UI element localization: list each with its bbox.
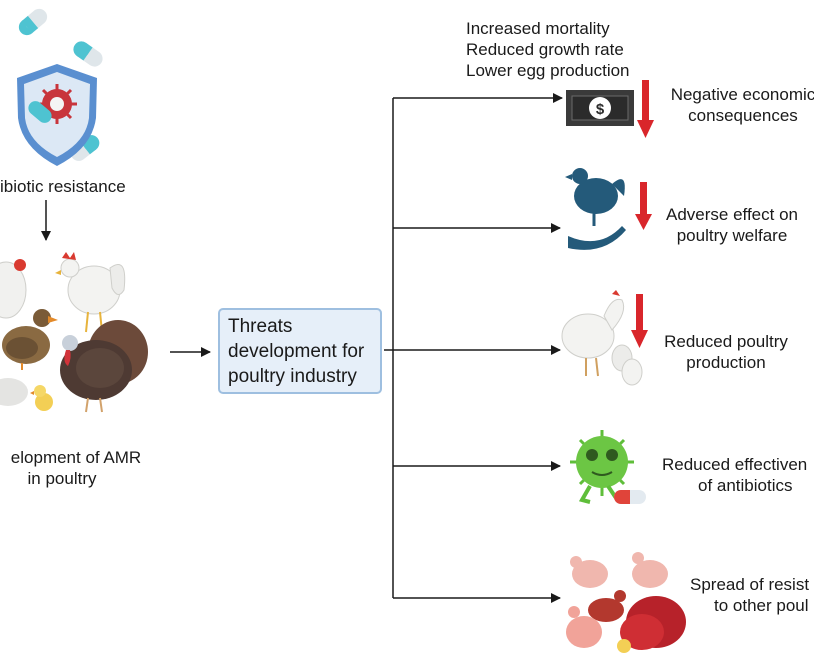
outcome-spread: Spread of resist to other poul: [690, 574, 809, 616]
outcome-production-line2: production: [686, 353, 766, 372]
outcome-economic: Negative economic consequences: [658, 84, 814, 126]
branch-connector: [384, 98, 394, 598]
effect-egg: Lower egg production: [466, 61, 630, 80]
threats-box-line3: poultry industry: [228, 366, 357, 387]
outcome-welfare: Adverse effect on poultry welfare: [659, 204, 805, 246]
poultry-group-icon: [0, 252, 148, 413]
antibiotic-resistance-label: ibiotic resistance: [0, 177, 126, 196]
threats-box-line1: Threats: [228, 316, 293, 337]
outcome-antibiotics-line2: of antibiotics: [698, 476, 793, 495]
outcome-economic-line1: Negative economic: [670, 85, 814, 104]
amr-label-line1: elopment of AMR: [10, 448, 142, 467]
outcome-production-line1: Reduced poultry: [664, 332, 788, 351]
svg-text:$: $: [596, 101, 605, 118]
threats-box: Threats development for poultry industry: [218, 308, 382, 394]
amr-label: elopment of AMR in poultry: [0, 447, 152, 489]
threats-box-line2: development for: [228, 341, 365, 362]
effect-mortality: Increased mortality: [466, 19, 610, 38]
outcome-antibiotics-line1: Reduced effectiven: [662, 455, 808, 474]
bacteria-icon: [570, 430, 646, 504]
outcome-economic-line2: consequences: [688, 106, 798, 125]
outcome-spread-line2: to other poul: [714, 596, 809, 615]
money-icon: $: [566, 90, 634, 126]
amr-label-line2: in poultry: [27, 469, 97, 488]
shield-virus-icon: [17, 64, 97, 166]
outcome-spread-line1: Spread of resist: [690, 575, 810, 594]
outcome-welfare-line1: Adverse effect on: [666, 205, 798, 224]
outcome-welfare-line2: poultry welfare: [676, 226, 788, 245]
outcome-antibiotics: Reduced effectiven of antibiotics: [662, 454, 807, 496]
decrease-arrow: [635, 182, 652, 230]
decrease-arrow: [637, 80, 654, 138]
hen-with-eggs-icon: [561, 290, 643, 386]
effect-growth: Reduced growth rate: [466, 40, 624, 59]
decrease-arrow: [631, 294, 648, 348]
outcome-production: Reduced poultry production: [656, 331, 796, 373]
hen-in-hand-icon: [565, 168, 626, 250]
top-effects: Increased mortality Reduced growth rate …: [466, 18, 630, 81]
infected-poultry-icon: [566, 552, 686, 653]
